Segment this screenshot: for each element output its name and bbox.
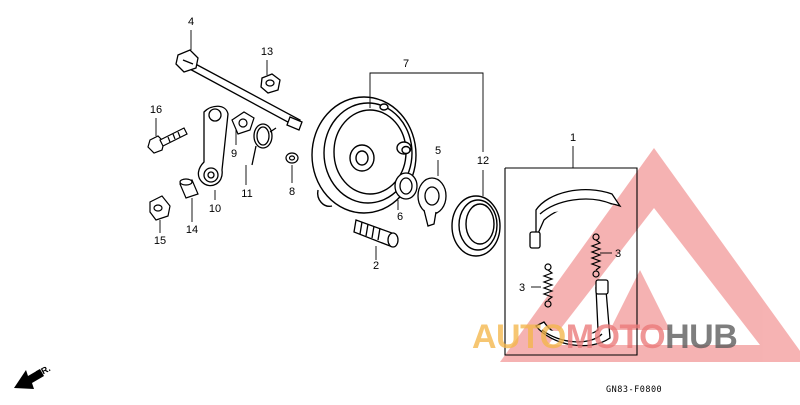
label-part-13: 13 — [260, 46, 274, 58]
brake-panel — [311, 96, 417, 214]
collar — [179, 178, 199, 199]
bolt-small — [147, 127, 188, 154]
label-part-7: 7 — [402, 58, 410, 70]
watermark-part1: AUTO — [472, 318, 566, 356]
label-part-3-lower: 3 — [518, 282, 526, 294]
label-part-8: 8 — [288, 186, 296, 198]
brake-shoe-upper — [529, 188, 622, 249]
label-part-12: 12 — [476, 155, 490, 167]
label-part-4: 4 — [187, 16, 195, 28]
label-part-6: 6 — [396, 211, 404, 223]
shoe-group-box — [504, 167, 638, 356]
diagram-code: GN83-F0800 — [606, 385, 663, 395]
label-part-15: 15 — [153, 235, 167, 247]
wear-indicator — [231, 111, 255, 135]
label-part-11: 11 — [241, 188, 253, 200]
label-part-3-upper: 3 — [614, 248, 622, 260]
washer-small — [285, 152, 299, 164]
leader-lines — [155, 30, 612, 288]
brake-shoe-lower — [534, 279, 611, 347]
label-part-2: 2 — [372, 260, 380, 272]
label-part-9: 9 — [230, 148, 238, 160]
label-part-5: 5 — [434, 145, 442, 157]
cap-nut — [149, 195, 171, 221]
shoe-spring-left — [542, 263, 554, 308]
axle-bolt — [175, 49, 303, 131]
label-part-16: 16 — [149, 104, 163, 116]
shoe-spring-right — [590, 233, 602, 278]
indicator-plate — [417, 177, 447, 227]
return-spring — [251, 123, 277, 166]
brake-arm — [197, 105, 229, 187]
label-part-14: 14 — [185, 224, 199, 236]
nut — [260, 73, 281, 94]
brake-cam — [353, 219, 399, 248]
felt-seal — [394, 172, 418, 200]
dust-seal — [451, 195, 501, 257]
label-part-1: 1 — [569, 132, 577, 144]
label-part-10: 10 — [208, 203, 222, 215]
watermark-logo: AUTOMOTOHUB — [472, 318, 738, 357]
front-arrow-icon — [14, 369, 44, 389]
watermark-part2: MOTO — [565, 318, 666, 356]
watermark-part3: HUB — [665, 318, 738, 356]
